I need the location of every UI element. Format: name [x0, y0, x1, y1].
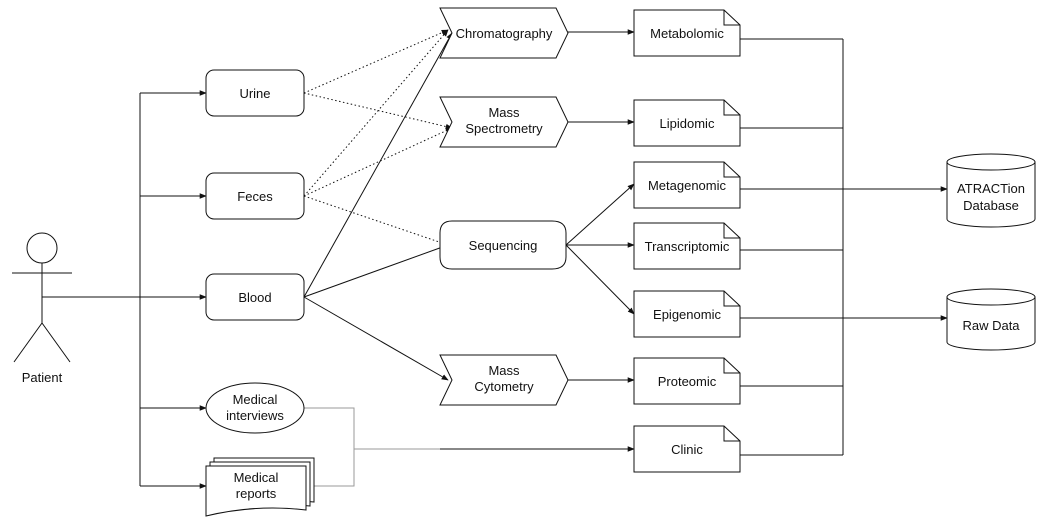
data-metagenomic: Metagenomic [633, 161, 741, 209]
edge-feces-massspec [303, 127, 453, 197]
transcriptomic-label: Transcriptomic [645, 239, 730, 254]
edge-sequencing-metagenomic [565, 183, 635, 246]
edge-blood-chromatography [303, 32, 453, 298]
sequencing-label: Sequencing [469, 238, 538, 253]
raw-data-label: Raw Data [962, 318, 1020, 333]
mass-cytometry-line2: Cytometry [474, 379, 534, 394]
mass-spectrometry-line2: Spectrometry [465, 121, 543, 136]
medical-reports-line1: Medical [234, 470, 279, 485]
edge-blood-masscytometry [303, 296, 449, 381]
edge-blood-sequencing [303, 244, 449, 298]
mass-spectrometry-line1: Mass [488, 105, 520, 120]
technique-mass-spectrometry: Mass Spectrometry [439, 96, 569, 148]
patient-actor: Patient [12, 232, 72, 385]
patient-label: Patient [22, 370, 63, 385]
data-metabolomic: Metabolomic [633, 9, 741, 57]
sample-blood-label: Blood [238, 290, 271, 305]
store-atraction-database: ATRACTion Database [946, 153, 1036, 228]
chromatography-label: Chromatography [456, 26, 553, 41]
medical-interviews-line2: interviews [226, 408, 284, 423]
sample-feces-label: Feces [237, 189, 273, 204]
metagenomic-label: Metagenomic [648, 178, 727, 193]
mass-cytometry-line1: Mass [488, 363, 520, 378]
proteomic-label: Proteomic [658, 374, 717, 389]
patient-body-icon [12, 263, 72, 363]
edge-sequencing-epigenomic [565, 244, 635, 315]
edge-feces-sequencing [303, 195, 449, 246]
medical-interviews-line1: Medical [233, 392, 278, 407]
sample-medical-interviews: Medical interviews [205, 382, 305, 434]
sample-feces: Feces [205, 172, 305, 220]
data-epigenomic: Epigenomic [633, 290, 741, 338]
technique-sequencing: Sequencing [439, 220, 567, 270]
epigenomic-label: Epigenomic [653, 307, 721, 322]
edges [42, 29, 948, 489]
sample-urine: Urine [205, 69, 305, 117]
metabolomic-label: Metabolomic [650, 26, 724, 41]
patient-head-icon [26, 232, 58, 264]
data-transcriptomic: Transcriptomic [633, 222, 741, 270]
sample-medical-reports: Medical reports [205, 457, 315, 517]
clinic-label: Clinic [671, 442, 703, 457]
data-clinic: Clinic [633, 425, 741, 473]
sample-urine-label: Urine [239, 86, 270, 101]
edge-interviews-merge [304, 407, 355, 487]
store-raw-data: Raw Data [946, 288, 1036, 351]
technique-mass-cytometry: Mass Cytometry [439, 354, 569, 406]
data-proteomic: Proteomic [633, 357, 741, 405]
edge-feces-chromatography [303, 29, 449, 197]
edge-urine-chromatography [303, 29, 449, 94]
lipidomic-label: Lipidomic [660, 116, 715, 131]
atraction-line1: ATRACTion [957, 181, 1025, 196]
technique-chromatography: Chromatography [439, 7, 569, 59]
medical-reports-line2: reports [236, 486, 277, 501]
sample-blood: Blood [205, 273, 305, 321]
atraction-line2: Database [963, 198, 1019, 213]
data-lipidomic: Lipidomic [633, 99, 741, 147]
